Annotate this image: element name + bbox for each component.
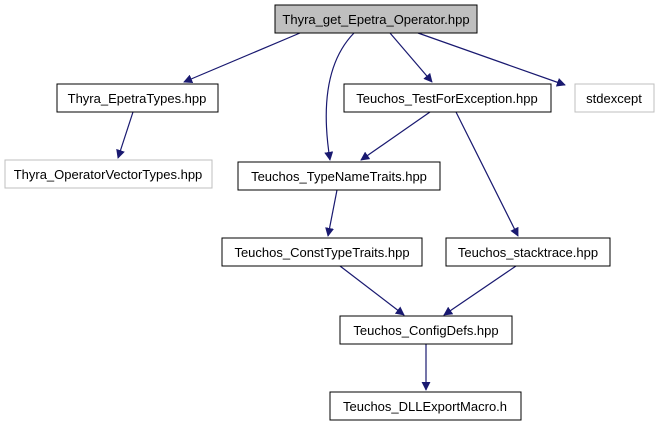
node-label: Teuchos_ConfigDefs.hpp [353, 323, 498, 338]
node-label: Thyra_EpetraTypes.hpp [68, 91, 207, 106]
node-label: stdexcept [586, 91, 642, 106]
edge-stacktrace-to-config-defs [443, 265, 517, 316]
node-thyra-get-epetra-operator[interactable]: Thyra_get_Epetra_Operator.hpp [274, 4, 478, 34]
edges-layer [116, 32, 566, 391]
edge-epetra-types-to-operator-vector-types [116, 111, 134, 159]
node-label: Teuchos_TestForException.hpp [356, 91, 537, 106]
edge-test-for-exception-to-type-name-traits [360, 111, 431, 161]
node-label: Teuchos_TypeNameTraits.hpp [251, 169, 427, 184]
edge-root-to-test-for-exception [389, 32, 433, 83]
edge-type-name-traits-to-const-type-traits [325, 189, 338, 237]
nodes-layer: Thyra_get_Epetra_Operator.hpp Thyra_Epet… [4, 4, 655, 421]
node-teuchos-config-defs[interactable]: Teuchos_ConfigDefs.hpp [339, 315, 513, 345]
edge-root-to-type-name-traits [324, 32, 355, 161]
node-thyra-epetra-types[interactable]: Thyra_EpetraTypes.hpp [56, 83, 219, 113]
edge-root-to-stdexcept [417, 32, 566, 87]
node-label: Teuchos_DLLExportMacro.h [343, 399, 507, 414]
node-teuchos-dll-export-macro[interactable]: Teuchos_DLLExportMacro.h [329, 391, 522, 421]
node-label: Thyra_get_Epetra_Operator.hpp [282, 12, 469, 27]
edge-const-type-traits-to-config-defs [339, 265, 405, 316]
node-teuchos-stacktrace[interactable]: Teuchos_stacktrace.hpp [445, 237, 611, 267]
node-label: Thyra_OperatorVectorTypes.hpp [14, 167, 203, 182]
edge-test-for-exception-to-stacktrace [455, 111, 519, 237]
node-stdexcept[interactable]: stdexcept [574, 83, 655, 113]
node-label: Teuchos_stacktrace.hpp [458, 245, 598, 260]
node-thyra-operator-vector-types[interactable]: Thyra_OperatorVectorTypes.hpp [4, 159, 213, 189]
node-teuchos-const-type-traits[interactable]: Teuchos_ConstTypeTraits.hpp [221, 237, 423, 267]
node-teuchos-type-name-traits[interactable]: Teuchos_TypeNameTraits.hpp [237, 161, 441, 191]
node-teuchos-test-for-exception[interactable]: Teuchos_TestForException.hpp [343, 83, 552, 113]
node-label: Teuchos_ConstTypeTraits.hpp [234, 245, 409, 260]
edge-root-to-epetra-types [183, 32, 301, 83]
